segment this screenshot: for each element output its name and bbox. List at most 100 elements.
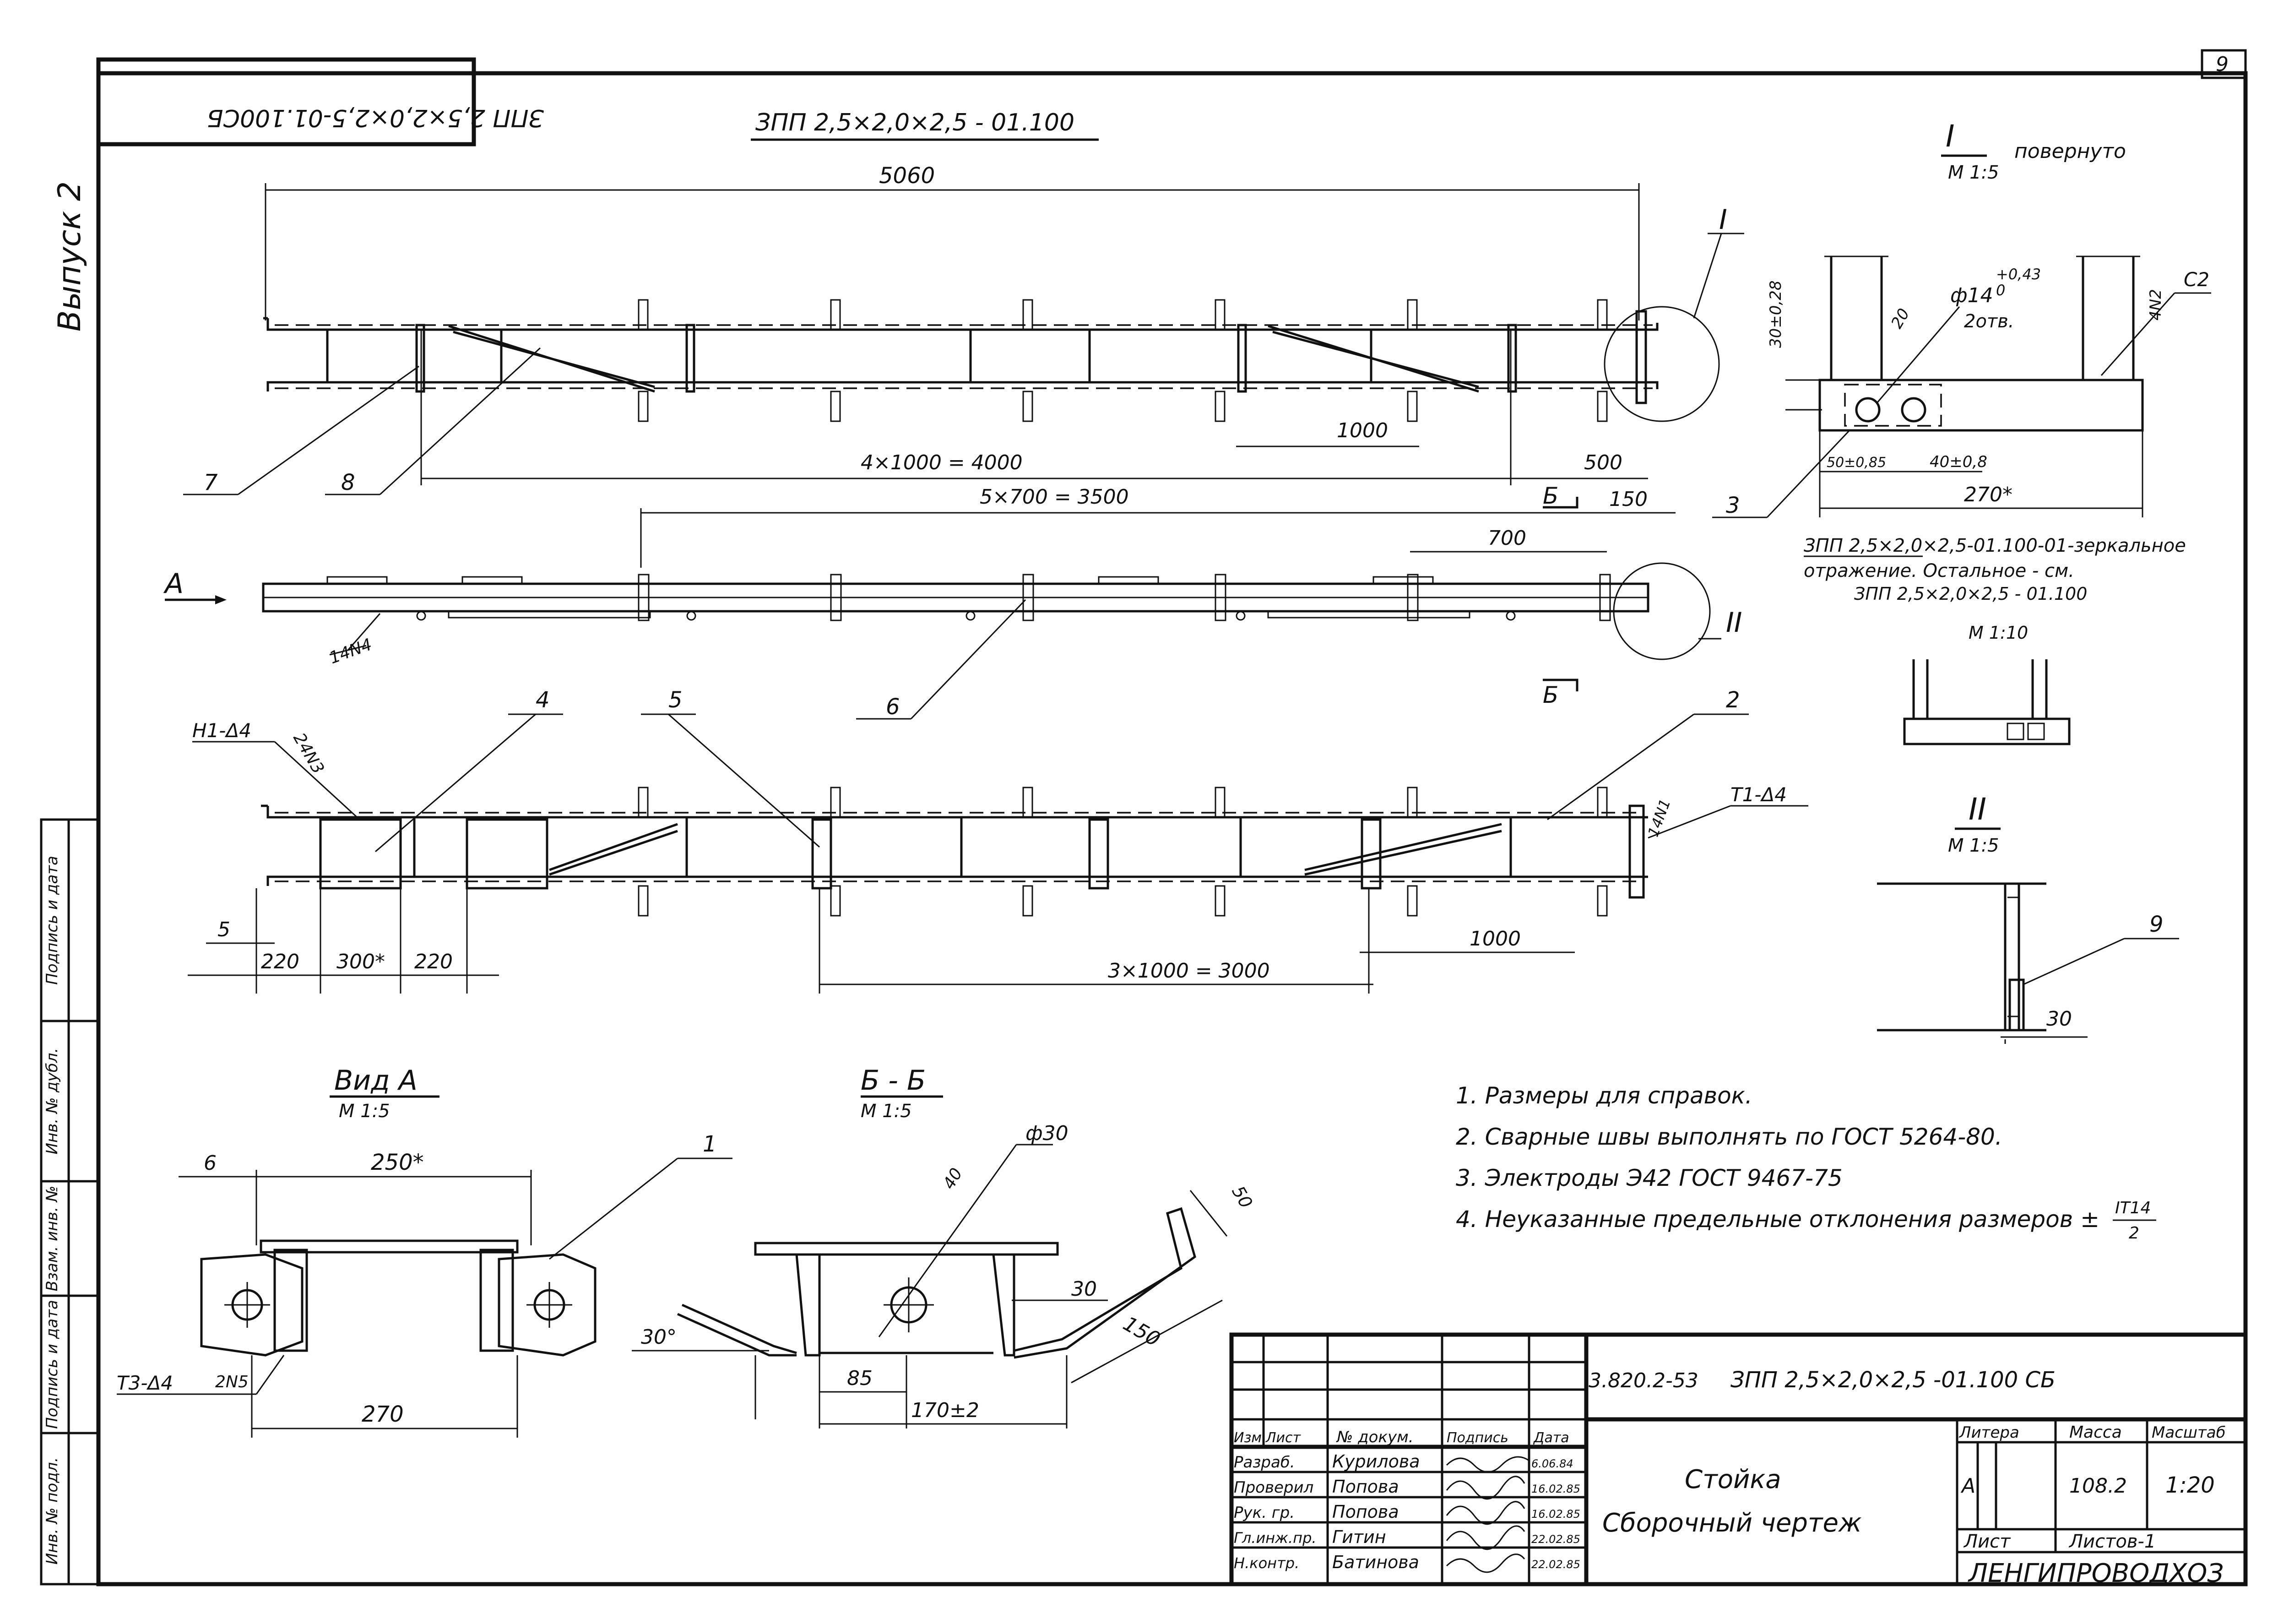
dim-5x700: 5×700 = 3500: [980, 485, 1129, 509]
section-BB-title: Б - Б: [861, 1065, 926, 1097]
tb-col-date: Дата: [1533, 1430, 1569, 1446]
detail-I-hole-tol: +0,43: [1996, 266, 2041, 283]
detail-I-scale: М 1:5: [1948, 162, 1999, 183]
detail-I: I М 1:5 повернуто 30±0,28 ф14 +0,43 0 2о…: [1712, 119, 2211, 745]
view-A-title: Вид А: [334, 1065, 418, 1097]
tb-litera: А: [1960, 1474, 1975, 1498]
detail-I-dim-40: 40±0,8: [1930, 453, 1987, 471]
view-A-scale: М 1:5: [339, 1101, 390, 1122]
note-3: 3. Электроды Э42 ГОСТ 9467-75: [1456, 1165, 1843, 1191]
section-BB-angle: 30°: [641, 1325, 677, 1349]
detail-I-note-1: ЗПП 2,5×2,0×2,5-01.100-01-зеркальное: [1804, 535, 2186, 556]
detail-I-callout-3: 3: [1726, 493, 1740, 518]
detail-II-scale: М 1:5: [1948, 835, 1999, 856]
dim-4x1000: 4×1000 = 4000: [861, 451, 1023, 474]
section-BB-dim-40: 40: [939, 1165, 966, 1192]
dim-3x1000: 3×1000 = 3000: [1108, 959, 1270, 983]
dim-5060: 5060: [879, 163, 935, 189]
tb-rows: Разраб. Курилова 6.06.84 Проверил Попова…: [1234, 1451, 1580, 1572]
detail-II-marker: II: [1726, 607, 1742, 639]
detail-I-weld-4n2: 4N2: [2147, 289, 2165, 320]
tb-name-2: Попова: [1332, 1502, 1399, 1522]
weld-24n3: 24N3: [289, 730, 327, 777]
tb-litera-label: Литера: [1958, 1423, 2019, 1442]
tb-col-izm: Изм.: [1234, 1430, 1266, 1446]
view-A-weld-count: 2N5: [215, 1373, 249, 1391]
tb-date-2: 16.02.85: [1531, 1508, 1580, 1521]
weld-14n1: 14N1: [1644, 797, 1674, 839]
section-BB-scale: М 1:5: [861, 1101, 912, 1122]
tb-scale-label: Масштаб: [2152, 1423, 2226, 1442]
view-A-callout-1: 1: [703, 1131, 717, 1157]
section-BB-dim-150: 150: [1119, 1312, 1164, 1351]
left-strip: Инв. № подл. Подпись и дата Взам. инв. №…: [40, 818, 100, 1586]
tb-scale: 1:20: [2165, 1472, 2215, 1498]
detail-I-dim-30: 30±0,28: [1767, 281, 1785, 348]
tb-date-1: 16.02.85: [1531, 1483, 1580, 1495]
tb-sheet-label: Лист: [1963, 1531, 2011, 1552]
top-view: ЗПП 2,5×2,0×2,5 - 01.100 5060: [183, 109, 1744, 495]
section-BB-dim-50: 50: [1228, 1183, 1256, 1212]
tb-date-3: 22.02.85: [1531, 1533, 1580, 1546]
callout-2: 2: [1726, 687, 1740, 713]
tb-role-2: Рук. гр.: [1234, 1504, 1295, 1522]
side-view: 5×700 = 3500 150 700 II: [163, 483, 1742, 720]
section-B-top: Б: [1543, 483, 1558, 509]
section-BB: Б - Б М 1:5 ф30 40 50 30 150 30° 85 170±…: [632, 1065, 1256, 1428]
note-4-fraction-bottom: 2: [2129, 1224, 2139, 1243]
notes: 1. Размеры для справок. 2. Сварные швы в…: [1456, 1082, 2156, 1243]
section-BB-dim-30: 30: [1071, 1277, 1097, 1301]
top-view-title: ЗПП 2,5×2,0×2,5 - 01.100: [755, 109, 1074, 136]
strip-label-2: Подпись и дата: [43, 1300, 61, 1429]
weld-14n4: 14N4: [327, 635, 374, 668]
signature-4: [1446, 1553, 1525, 1573]
frame: 9 ЗПП 2,5×2,0×2,5-01.100СБ Выпуск 2: [52, 49, 2248, 1586]
strip-label-3: Взам. инв. №: [43, 1186, 61, 1292]
tb-role-3: Гл.инж.пр.: [1234, 1529, 1317, 1547]
detail-I-marker: I: [1719, 204, 1727, 236]
detail-I-dim-20: 20: [1888, 305, 1913, 331]
detail-I-title: I: [1946, 119, 1954, 154]
tb-name-1: Попова: [1332, 1477, 1399, 1497]
dim-220a: 220: [261, 950, 299, 973]
view-A-weld: Т3-Δ4: [117, 1372, 173, 1394]
tb-doc-ref: 3.820.2-53: [1589, 1369, 1698, 1392]
dim-1000-top: 1000: [1337, 419, 1388, 442]
note-1: 1. Размеры для справок.: [1456, 1082, 1752, 1109]
tb-col-list: Лист: [1265, 1430, 1302, 1446]
detail-I-chamfer: С2: [2184, 268, 2209, 291]
detail-II-title: II: [1969, 792, 1986, 827]
view-A: Вид А М 1:5 6 250* 1 Т3-Δ4 2N5 270: [117, 1065, 732, 1438]
dim-500: 500: [1584, 451, 1622, 474]
tb-name-1: Стойка: [1685, 1465, 1781, 1494]
tb-date-0: 6.06.84: [1531, 1457, 1573, 1470]
callout-6: 6: [886, 694, 900, 720]
tb-role-0: Разраб.: [1234, 1453, 1295, 1472]
tb-mass: 108.2: [2069, 1474, 2127, 1498]
sheet-number: 9: [2216, 53, 2229, 76]
dim-300: 300*: [336, 950, 385, 973]
dim-220b: 220: [414, 950, 453, 973]
detail-I-hole-count: 2отв.: [1964, 311, 2014, 332]
issue-label: Выпуск 2: [52, 181, 88, 331]
signature-1: [1446, 1476, 1525, 1500]
note-4: 4. Неуказанные предельные отклонения раз…: [1456, 1206, 2099, 1233]
signature-3: [1446, 1525, 1525, 1550]
dim-150: 150: [1609, 488, 1648, 511]
tb-org: ЛЕНГИПРОВОДХОЗ: [1968, 1559, 2224, 1588]
tb-mass-label: Масса: [2069, 1423, 2122, 1442]
detail-II-dim-30: 30: [2046, 1007, 2072, 1031]
view-A-dim-6: 6: [204, 1151, 217, 1175]
strip-label-5: Подпись и дата: [43, 856, 61, 985]
detail-I-small-scale: М 1:10: [1969, 623, 2028, 643]
section-BB-dim-85: 85: [847, 1367, 873, 1390]
strip-label-1: Инв. № подл.: [43, 1457, 61, 1565]
tb-name-0: Курилова: [1332, 1451, 1420, 1472]
strip-label-4: Инв. № дубл.: [43, 1048, 61, 1155]
detail-I-rotated: повернуто: [2014, 140, 2126, 163]
tb-name-3: Гитин: [1332, 1527, 1386, 1547]
signature-0: [1446, 1456, 1530, 1473]
callout-5: 5: [668, 687, 683, 713]
tb-sheets-label: Листов-1: [2068, 1531, 2156, 1552]
view-A-dim-270: 270: [362, 1401, 404, 1427]
